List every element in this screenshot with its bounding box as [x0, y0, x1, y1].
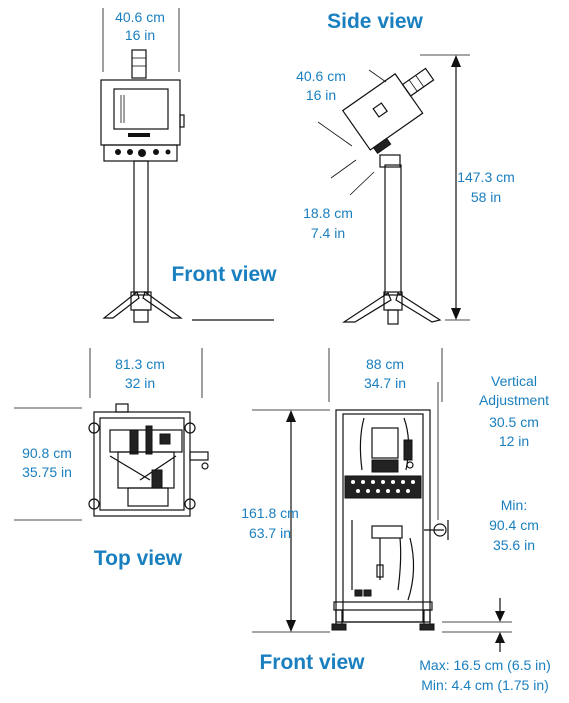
front-view-title-bottom: Front view: [259, 651, 365, 674]
min-label: Min:: [501, 497, 527, 513]
front-width-in: 16 in: [125, 27, 155, 43]
side-height-in: 58 in: [471, 189, 501, 205]
front-view-frame-unit: 88 cm 34.7 in Vertical Adjustment 30.5 c…: [241, 348, 551, 693]
front-view-title-top: Front view: [171, 263, 277, 286]
min-in: 35.6 in: [493, 537, 535, 553]
top-width-cm: 81.3 cm: [115, 356, 165, 372]
top-width-in: 32 in: [125, 375, 155, 391]
top-view-unit: 81.3 cm 32 in 90.8 cm 35.75 in Top view: [14, 348, 209, 570]
frame-height-cm: 161.8 cm: [241, 505, 299, 521]
frame-width-cm: 88 cm: [366, 356, 404, 372]
side-box-cm: 40.6 cm: [296, 68, 346, 84]
side-offset-cm: 18.8 cm: [303, 205, 353, 221]
vertical-adjustment-line2: Adjustment: [479, 392, 549, 408]
foot-min: Min: 4.4 cm (1.75 in): [421, 677, 549, 693]
vertical-adjustment-line1: Vertical: [491, 373, 537, 389]
vertical-adjustment-cm: 30.5 cm: [489, 414, 539, 430]
top-depth-cm: 90.8 cm: [22, 445, 72, 461]
front-width-cm: 40.6 cm: [115, 9, 165, 25]
side-view-title: Side view: [327, 10, 423, 33]
vertical-adjustment-in: 12 in: [499, 433, 529, 449]
min-cm: 90.4 cm: [489, 517, 539, 533]
frame-width-in: 34.7 in: [364, 375, 406, 391]
side-height-cm: 147.3 cm: [457, 169, 515, 185]
top-view-title: Top view: [94, 547, 183, 570]
front-view-pedestal-unit: 40.6 cm 16 in Front view: [100, 8, 277, 323]
top-depth-in: 35.75 in: [22, 464, 72, 480]
side-offset-in: 7.4 in: [311, 225, 345, 241]
foot-max: Max: 16.5 cm (6.5 in): [419, 657, 551, 673]
frame-height-in: 63.7 in: [249, 525, 291, 541]
side-box-in: 16 in: [306, 87, 336, 103]
side-view-unit: Side view 40.6 cm 16 in 18.8 cm 7.4 in 1…: [296, 10, 515, 325]
